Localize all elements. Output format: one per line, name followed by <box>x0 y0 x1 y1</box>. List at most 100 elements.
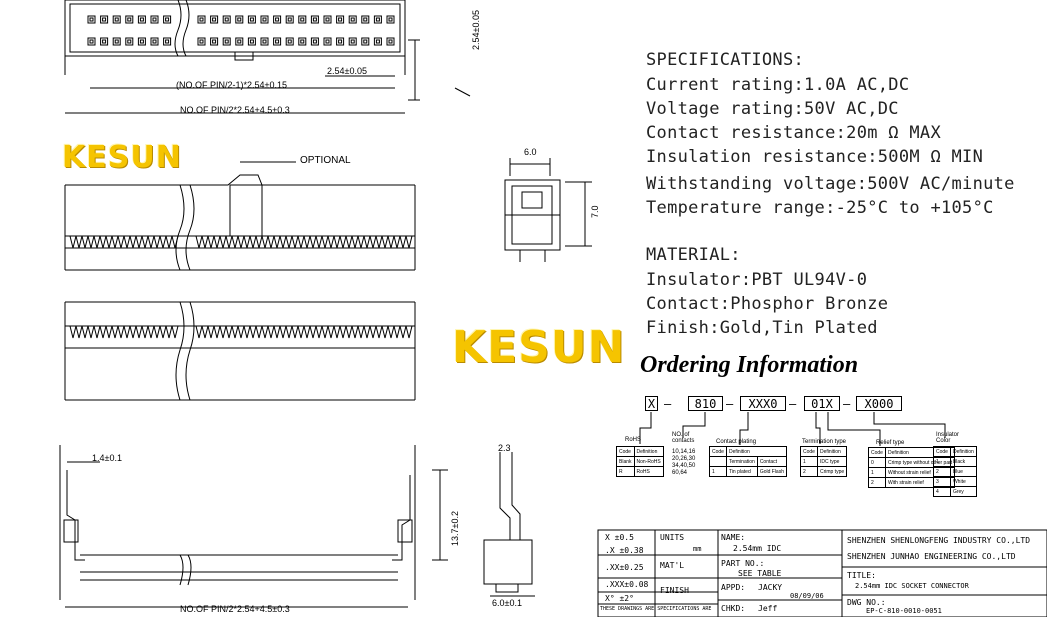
table-subheader: Contact <box>756 456 788 467</box>
pitch-vertical-dim-label: 2.54±0.05 <box>471 10 481 50</box>
contact-tooth <box>135 325 143 339</box>
pin-square <box>273 37 282 46</box>
code-box-relief-color: X000 <box>856 396 902 411</box>
table-cell: 1 <box>933 456 951 467</box>
contact-tooth <box>123 235 131 249</box>
tolerance-row: .XX±0.25 <box>605 563 644 572</box>
code-box-series: 810 <box>688 396 723 411</box>
contact-tooth <box>231 235 239 249</box>
contact-tooth <box>153 235 161 249</box>
table-header: Code <box>868 447 886 458</box>
table-cell: Grey <box>949 486 977 497</box>
contact-tooth <box>237 235 245 249</box>
contact-tooth <box>81 325 89 339</box>
pin-hole <box>388 39 393 44</box>
contact-tooth <box>135 235 143 249</box>
contact-tooth <box>111 235 119 249</box>
contact-tooth <box>291 325 299 339</box>
front-view-lower <box>64 301 416 401</box>
contact-tooth <box>111 325 119 339</box>
contact-tooth <box>279 235 287 249</box>
footnote: THESE DRAWINGS ARE SPECIFICATIONS ARE <box>600 606 712 612</box>
contact-tooth <box>87 235 95 249</box>
contact-tooth <box>249 235 257 249</box>
title-block-frame <box>597 529 1047 617</box>
pin-hole <box>139 39 144 44</box>
dim-pin-spacing-label: (NO.OF PIN/2-1)*2.54±0.15 <box>176 80 287 90</box>
top-view <box>64 0 471 114</box>
pin-hole <box>114 39 119 44</box>
height-dim-label: 13.7±0.2 <box>450 511 460 546</box>
material-line: Insulator:PBT UL94V-0 <box>646 270 868 290</box>
pin-hole <box>363 17 368 22</box>
table-cell: Black <box>949 456 977 467</box>
pin-hole <box>300 39 305 44</box>
table-header: Definition <box>725 446 788 457</box>
pin-hole <box>102 17 107 22</box>
contact-tooth <box>381 235 389 249</box>
bottom-length-label: NO.OF PIN/2*2.54+4.5±0.3 <box>180 604 290 614</box>
name-label: NAME: <box>721 533 746 542</box>
pin-square <box>125 37 134 46</box>
pin-hole <box>127 17 132 22</box>
contact-tooth <box>261 325 269 339</box>
contact-tooth <box>321 325 329 339</box>
pin-square <box>163 37 172 46</box>
part-no-label: PART NO.: <box>721 559 765 568</box>
table-cell: 2 <box>868 477 886 488</box>
pin-square <box>150 37 159 46</box>
side-height-label: 7.0 <box>590 205 600 218</box>
table-header: Definition <box>816 446 848 457</box>
pin-square <box>210 15 219 24</box>
contact-tooth <box>357 325 365 339</box>
side-width-label: 6.0 <box>524 147 537 157</box>
contact-tooth <box>237 325 245 339</box>
pin-hole <box>375 17 380 22</box>
pin-square <box>361 15 370 24</box>
pin-square <box>260 37 269 46</box>
contact-tooth <box>159 325 167 339</box>
pin-hole <box>212 17 217 22</box>
code-box-rohs: X <box>645 396 658 411</box>
contact-tooth <box>333 235 341 249</box>
approved-value: JACKY <box>758 583 783 592</box>
spec-heading: SPECIFICATIONS: <box>646 50 805 70</box>
pin-hole <box>338 17 343 22</box>
contact-tooth <box>327 235 335 249</box>
contact-tooth <box>87 325 95 339</box>
pin-dim-label: 2.3 <box>498 443 511 453</box>
contact-tooth <box>105 325 113 339</box>
contacts-value: 60,64 <box>672 470 688 476</box>
contact-tooth <box>267 235 275 249</box>
contact-tooth <box>99 325 107 339</box>
optional-label: OPTIONAL <box>300 155 351 166</box>
pin-square <box>247 15 256 24</box>
contact-tooth <box>273 235 281 249</box>
table-cell: White <box>949 476 977 487</box>
pin-square <box>197 15 206 24</box>
code-separator: — <box>843 397 851 411</box>
pin-hole <box>212 39 217 44</box>
contact-tooth <box>207 325 215 339</box>
color-label: Insulator Color <box>936 432 960 444</box>
contact-tooth <box>255 235 263 249</box>
contact-tooth <box>375 325 383 339</box>
pin-square <box>310 37 319 46</box>
code-separator: — <box>664 397 672 411</box>
bottom-view <box>59 445 448 608</box>
spec-line: Contact resistance:20m Ω MAX <box>646 123 941 143</box>
pin-hole <box>325 17 330 22</box>
side-view <box>504 158 592 262</box>
contact-tooth <box>141 325 149 339</box>
tolerance-row: .XXX±0.08 <box>605 580 649 589</box>
pin-hole <box>262 39 267 44</box>
contact-tooth <box>99 235 107 249</box>
part-no-value: SEE TABLE <box>738 569 782 578</box>
contact-tooth <box>369 325 377 339</box>
pin-square <box>210 37 219 46</box>
contact-tooth <box>309 325 317 339</box>
code-separator: — <box>726 397 734 411</box>
contact-tooth <box>339 235 347 249</box>
pin-width-label: 6.0±0.1 <box>492 598 522 608</box>
